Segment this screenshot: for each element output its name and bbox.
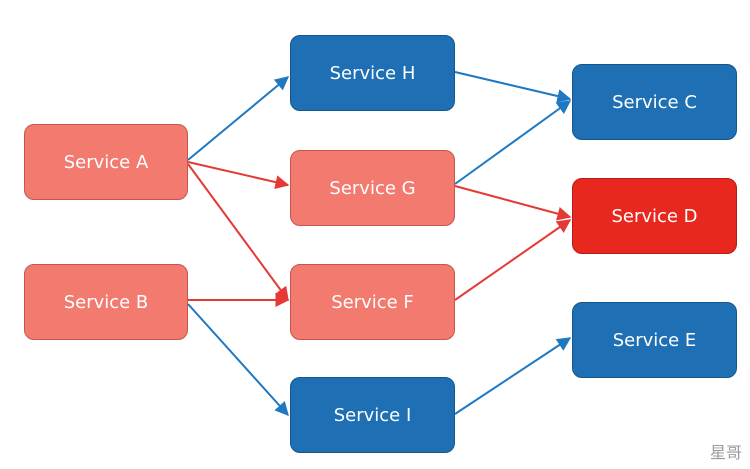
service-h-label: Service H [329,62,416,84]
service-f-label: Service F [331,291,414,313]
edge-a-to-h [187,76,290,161]
service-f-node: Service F [290,264,455,340]
edge-f-to-d [454,219,572,301]
service-c-node: Service C [572,64,737,140]
edge-b-to-i [187,303,289,417]
service-g-node: Service G [290,150,455,226]
edge-h-to-c [454,71,572,103]
service-g-label: Service G [329,177,416,199]
edge-g-to-c [454,100,572,185]
watermark: 星哥 [709,443,742,462]
edge-g-to-d [454,185,572,221]
service-b-label: Service B [63,291,149,313]
service-b-node: Service B [24,264,188,340]
service-i-node: Service I [290,377,455,453]
edge-i-to-e [454,337,572,415]
service-d-node: Service D [572,178,737,254]
service-a-node: Service A [24,124,188,200]
service-e-label: Service E [612,329,697,351]
service-d-label: Service D [611,205,698,227]
service-e-node: Service E [572,302,737,378]
service-i-label: Service I [333,404,412,426]
edge-a-to-g [187,161,290,189]
service-a-label: Service A [63,151,149,173]
edge-a-to-f [187,163,289,302]
service-h-node: Service H [290,35,455,111]
service-c-label: Service C [612,91,697,113]
